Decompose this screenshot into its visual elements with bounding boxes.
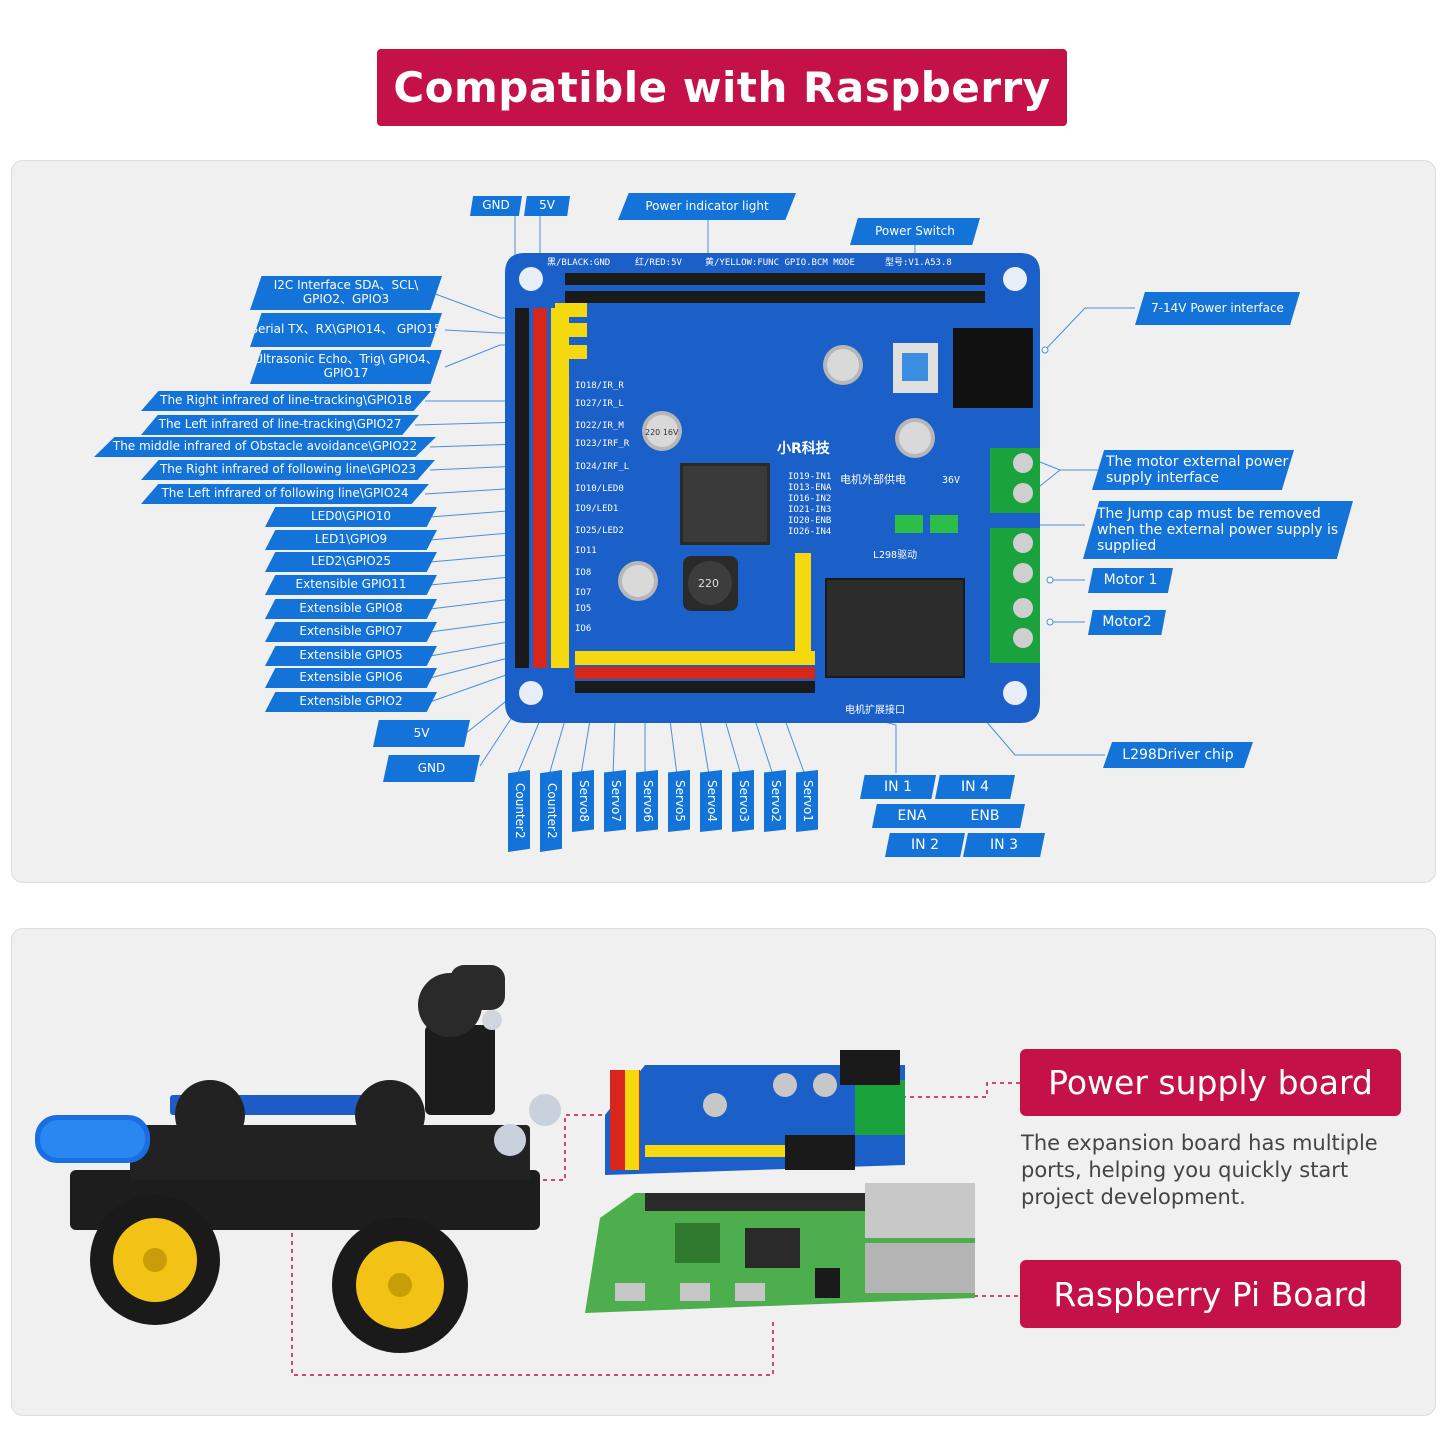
board-pin-label: IO10/LED0 [575, 484, 624, 494]
left-label-gnd: GND [383, 755, 480, 782]
board-hdr-left: 黑/BLACK:GND [547, 257, 610, 268]
board-hdr-mid: 红/RED:5V [635, 256, 683, 268]
bottom-label-counter2a: Counter2 [508, 770, 530, 852]
board-chip-label: L298驱动 [873, 549, 917, 561]
cap-text: 220 16V [645, 428, 679, 437]
enb-label: ENB [945, 804, 1025, 828]
in4-label: IN 4 [935, 775, 1015, 799]
left-label-i2c: I2C Interface SDA、SCL\ GPIO2、GPIO3 [250, 276, 442, 310]
inductor-text: 220 [698, 577, 719, 590]
pi-board-callout: Raspberry Pi Board [1020, 1260, 1401, 1328]
power-interface-label: 7-14V Power interface [1135, 292, 1300, 325]
power-board-description: The expansion board has multiple ports, … [1021, 1131, 1378, 1209]
left-label-middle-ir: The middle infrared of Obstacle avoidanc… [94, 437, 436, 457]
board-motor-pin: IO21-IN3 [788, 505, 831, 515]
bottom-label-servo1: Servo1 [796, 770, 818, 832]
left-label-led1: LED1\GPIO9 [265, 530, 437, 550]
left-label-serial: Serial TX、RX\GPIO14、 GPIO15 [250, 313, 442, 347]
robot-car-illustration [35, 965, 561, 1353]
power-board-callout: Power supply board [1020, 1049, 1401, 1116]
board-power-note: 电机外部供电 [840, 472, 906, 486]
board-pin-label: IO23/IRF_R [575, 439, 630, 449]
board-36v: 36V [942, 475, 960, 486]
power-indicator-label: Power indicator light [618, 193, 796, 220]
board-pin-label: IO11 [575, 546, 597, 556]
board-pin-label: IO8 [575, 568, 591, 578]
board-motor-pin: IO20-ENB [788, 516, 831, 526]
5v-top-label: 5V [524, 196, 570, 216]
board-pin-label: IO7 [575, 588, 591, 598]
driver-chip-label: L298Driver chip [1103, 742, 1253, 768]
board-motor-pin: IO16-IN2 [788, 494, 831, 504]
motor-external-label: The motor external power supply interfac… [1092, 450, 1294, 490]
left-label-right-ir-following: The Right infrared of following line\GPI… [141, 460, 435, 480]
board-ext-port: 电机扩展接口 [845, 703, 905, 716]
expansion-board-illustration: 黑/BLACK:GND 红/RED:5V 黄/YELLOW:FUNC GPIO.… [505, 253, 1040, 723]
left-label-gpio11: Extensible GPIO11 [265, 575, 437, 595]
bottom-label-servo7: Servo7 [604, 770, 626, 832]
raspberry-pi-board-illustration [585, 1183, 975, 1313]
left-label-ultrasonic: Ultrasonic Echo、Trig\ GPIO4、GPIO17 [250, 350, 442, 384]
gnd-top-label: GND [470, 196, 522, 216]
left-label-gpio5: Extensible GPIO5 [265, 646, 437, 666]
left-label-gpio7: Extensible GPIO7 [265, 622, 437, 642]
board-brand: 小R科技 [777, 440, 831, 457]
left-label-5v: 5V [373, 720, 470, 747]
bottom-label-servo8: Servo8 [572, 770, 594, 832]
board-pin-label: IO24/IRF_L [575, 462, 629, 472]
left-label-left-ir-tracking: The Left infrared of line-tracking\GPIO2… [141, 415, 419, 435]
ena-label: ENA [872, 804, 952, 828]
board-motor-pin: IO19-IN1 [788, 472, 831, 482]
bottom-label-servo3: Servo3 [732, 770, 754, 832]
board-pin-label: IO22/IR_M [575, 421, 624, 431]
power-switch-label: Power Switch [850, 218, 980, 245]
bottom-label-servo2: Servo2 [764, 770, 786, 832]
bottom-label-servo6: Servo6 [636, 770, 658, 832]
left-label-gpio8: Extensible GPIO8 [265, 599, 437, 619]
power-supply-board-illustration [605, 1050, 905, 1175]
board-version: 型号:V1.A53.8 [885, 257, 952, 268]
board-motor-pin: IO26-IN4 [788, 527, 831, 537]
in2-label: IN 2 [885, 833, 965, 857]
jump-cap-label: The Jump cap must be removed when the ex… [1083, 501, 1353, 559]
board-pin-label: IO18/IR_R [575, 381, 624, 391]
left-label-gpio2: Extensible GPIO2 [265, 692, 437, 712]
board-pin-label: IO25/LED2 [575, 526, 624, 536]
board-pin-label: IO27/IR_L [575, 399, 624, 409]
left-label-gpio6: Extensible GPIO6 [265, 668, 437, 688]
motor1-label: Motor 1 [1088, 568, 1173, 593]
board-hdr-right: 黄/YELLOW:FUNC GPIO.BCM MODE [705, 256, 855, 268]
left-label-left-ir-following: The Left infrared of following line\GPIO… [141, 484, 429, 504]
left-label-right-ir-tracking: The Right infrared of line-tracking\GPIO… [141, 391, 431, 411]
left-label-led2: LED2\GPIO25 [265, 552, 437, 572]
bottom-label-servo5: Servo5 [668, 770, 690, 832]
board-pin-label: IO9/LED1 [575, 504, 618, 514]
left-label-led0: LED0\GPIO10 [265, 507, 437, 527]
bottom-label-servo4: Servo4 [700, 770, 722, 832]
board-motor-pin: IO13-ENA [788, 483, 832, 493]
in3-label: IN 3 [963, 833, 1045, 857]
page-title: Compatible with Raspberry [377, 49, 1067, 126]
bottom-label-counter2b: Counter2 [540, 770, 562, 852]
board-pin-label: IO5 [575, 604, 591, 614]
in1-label: IN 1 [860, 775, 936, 799]
board-pin-label: IO6 [575, 624, 591, 634]
motor2-label: Motor2 [1088, 610, 1166, 635]
